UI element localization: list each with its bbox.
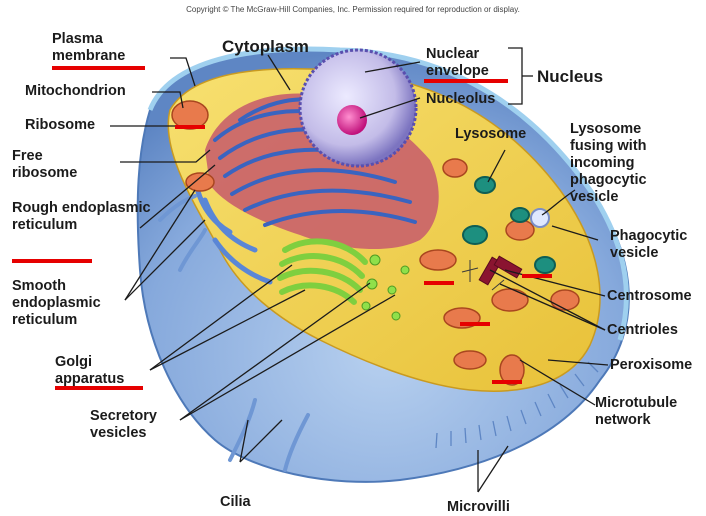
label-ribosome: Ribosome <box>25 117 95 134</box>
highlight-plasma-membrane <box>52 66 145 70</box>
label-microtubule-network: Microtubule network <box>595 395 695 429</box>
label-nucleolus: Nucleolus <box>426 91 495 108</box>
highlight-centrosome-left <box>424 281 454 285</box>
highlight-centrosome <box>522 274 552 278</box>
highlight-ribosome <box>175 125 205 129</box>
label-cilia: Cilia <box>220 494 251 511</box>
label-plasma-membrane: Plasma membrane <box>52 31 172 65</box>
label-microvilli: Microvilli <box>447 499 510 516</box>
highlight-golgi <box>55 386 143 390</box>
highlight-nuclear-envelope <box>424 79 508 83</box>
highlight-peroxisome <box>492 380 522 384</box>
label-centrosome: Centrosome <box>607 288 706 305</box>
highlight-centrioles <box>460 322 490 326</box>
label-secretory-vesicles: Secretory vesicles <box>90 408 180 442</box>
label-phagocytic-vesicle: Phagocytic vesicle <box>610 228 706 262</box>
label-nuclear-envelope: Nuclear envelope <box>426 46 516 80</box>
label-rough-er: Rough endoplasmic reticulum <box>12 200 152 234</box>
label-golgi: Golgi apparatus <box>55 354 165 388</box>
label-lysosome: Lysosome <box>455 126 526 143</box>
label-free-ribosome: Free ribosome <box>12 148 102 182</box>
nucleolus <box>337 105 367 135</box>
label-cytoplasm: Cytoplasm <box>222 37 309 56</box>
label-lysosome-fusing: Lysosome fusing with incoming phagocytic… <box>570 121 680 206</box>
label-smooth-er: Smooth endoplasmic reticulum <box>12 278 152 329</box>
label-peroxisome: Peroxisome <box>610 357 706 374</box>
highlight-rough-er <box>12 259 92 263</box>
label-mitochondrion: Mitochondrion <box>25 83 126 100</box>
label-nucleus: Nucleus <box>537 67 603 86</box>
label-centrioles: Centrioles <box>607 322 678 339</box>
